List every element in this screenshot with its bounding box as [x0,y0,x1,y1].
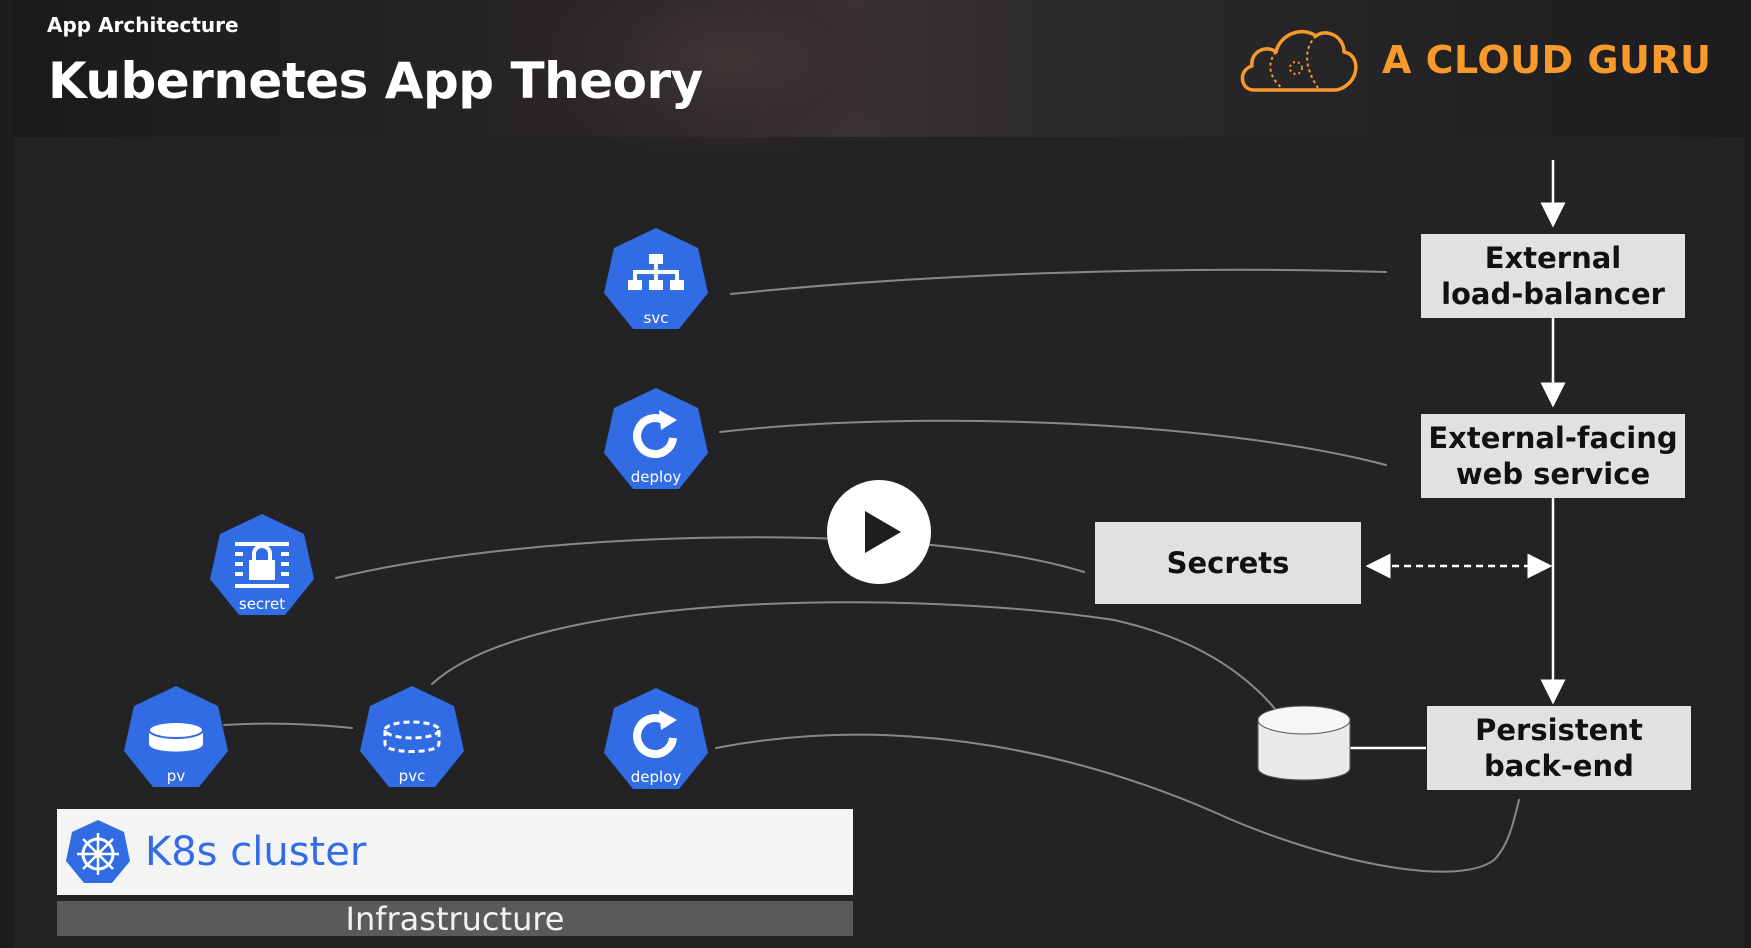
persistent-volume-claim-icon [360,686,464,787]
external-facing-web-service-label: External-facing web service [1428,421,1678,491]
infrastructure-bar: Infrastructure [57,899,853,938]
k8s-cluster-bar: K8s cluster [57,809,853,895]
cloud-logo-icon [1240,30,1358,92]
play-button[interactable] [827,480,931,584]
curve-svc-to-lb [730,268,1387,295]
page-title: Kubernetes App Theory [48,52,703,110]
deploy-web-label: deploy [630,468,682,486]
curve-pv-to-pvc [223,722,353,729]
external-load-balancer-label: External load-balancer [1441,241,1665,311]
curve-pvc-to-db [431,601,1285,721]
secret-icon [210,514,314,615]
video-frame: App Architecture Kubernetes App Theory A… [14,0,1744,948]
persistent-back-end-box: Persistent back-end [1427,706,1691,790]
database-icon [1257,705,1351,781]
external-facing-web-service-box: External-facing web service [1421,414,1685,498]
presenter-background [534,0,914,160]
breadcrumb: App Architecture [47,13,239,37]
secrets-box: Secrets [1095,522,1361,604]
deploy-backend-label: deploy [630,768,682,786]
curve-secret-to-secrets [335,536,1085,579]
svc-label: svc [643,309,669,327]
curve-deploy-to-web [719,419,1387,466]
pv-label: pv [166,767,186,785]
pvc-label: pvc [398,767,426,785]
infrastructure-label: Infrastructure [345,899,565,938]
deployment-icon [604,388,708,489]
secrets-label: Secrets [1166,546,1290,580]
external-load-balancer-box: External load-balancer [1421,234,1685,318]
curve-deploy-to-backend [715,733,1520,873]
brand-name: A CLOUD GURU [1382,38,1712,82]
secret-label: secret [238,595,286,613]
persistent-back-end-label: Persistent back-end [1475,713,1643,783]
deployment-icon [604,688,708,789]
kubernetes-wheel-icon [66,820,130,883]
service-icon [604,228,708,329]
k8s-cluster-label: K8s cluster [145,829,367,875]
play-icon [865,511,901,553]
header-bar: App Architecture Kubernetes App Theory A… [14,0,1744,160]
diagram-connectors [223,160,1566,873]
persistent-volume-icon [124,686,228,787]
brand-logo: A CLOUD GURU [1236,24,1711,96]
